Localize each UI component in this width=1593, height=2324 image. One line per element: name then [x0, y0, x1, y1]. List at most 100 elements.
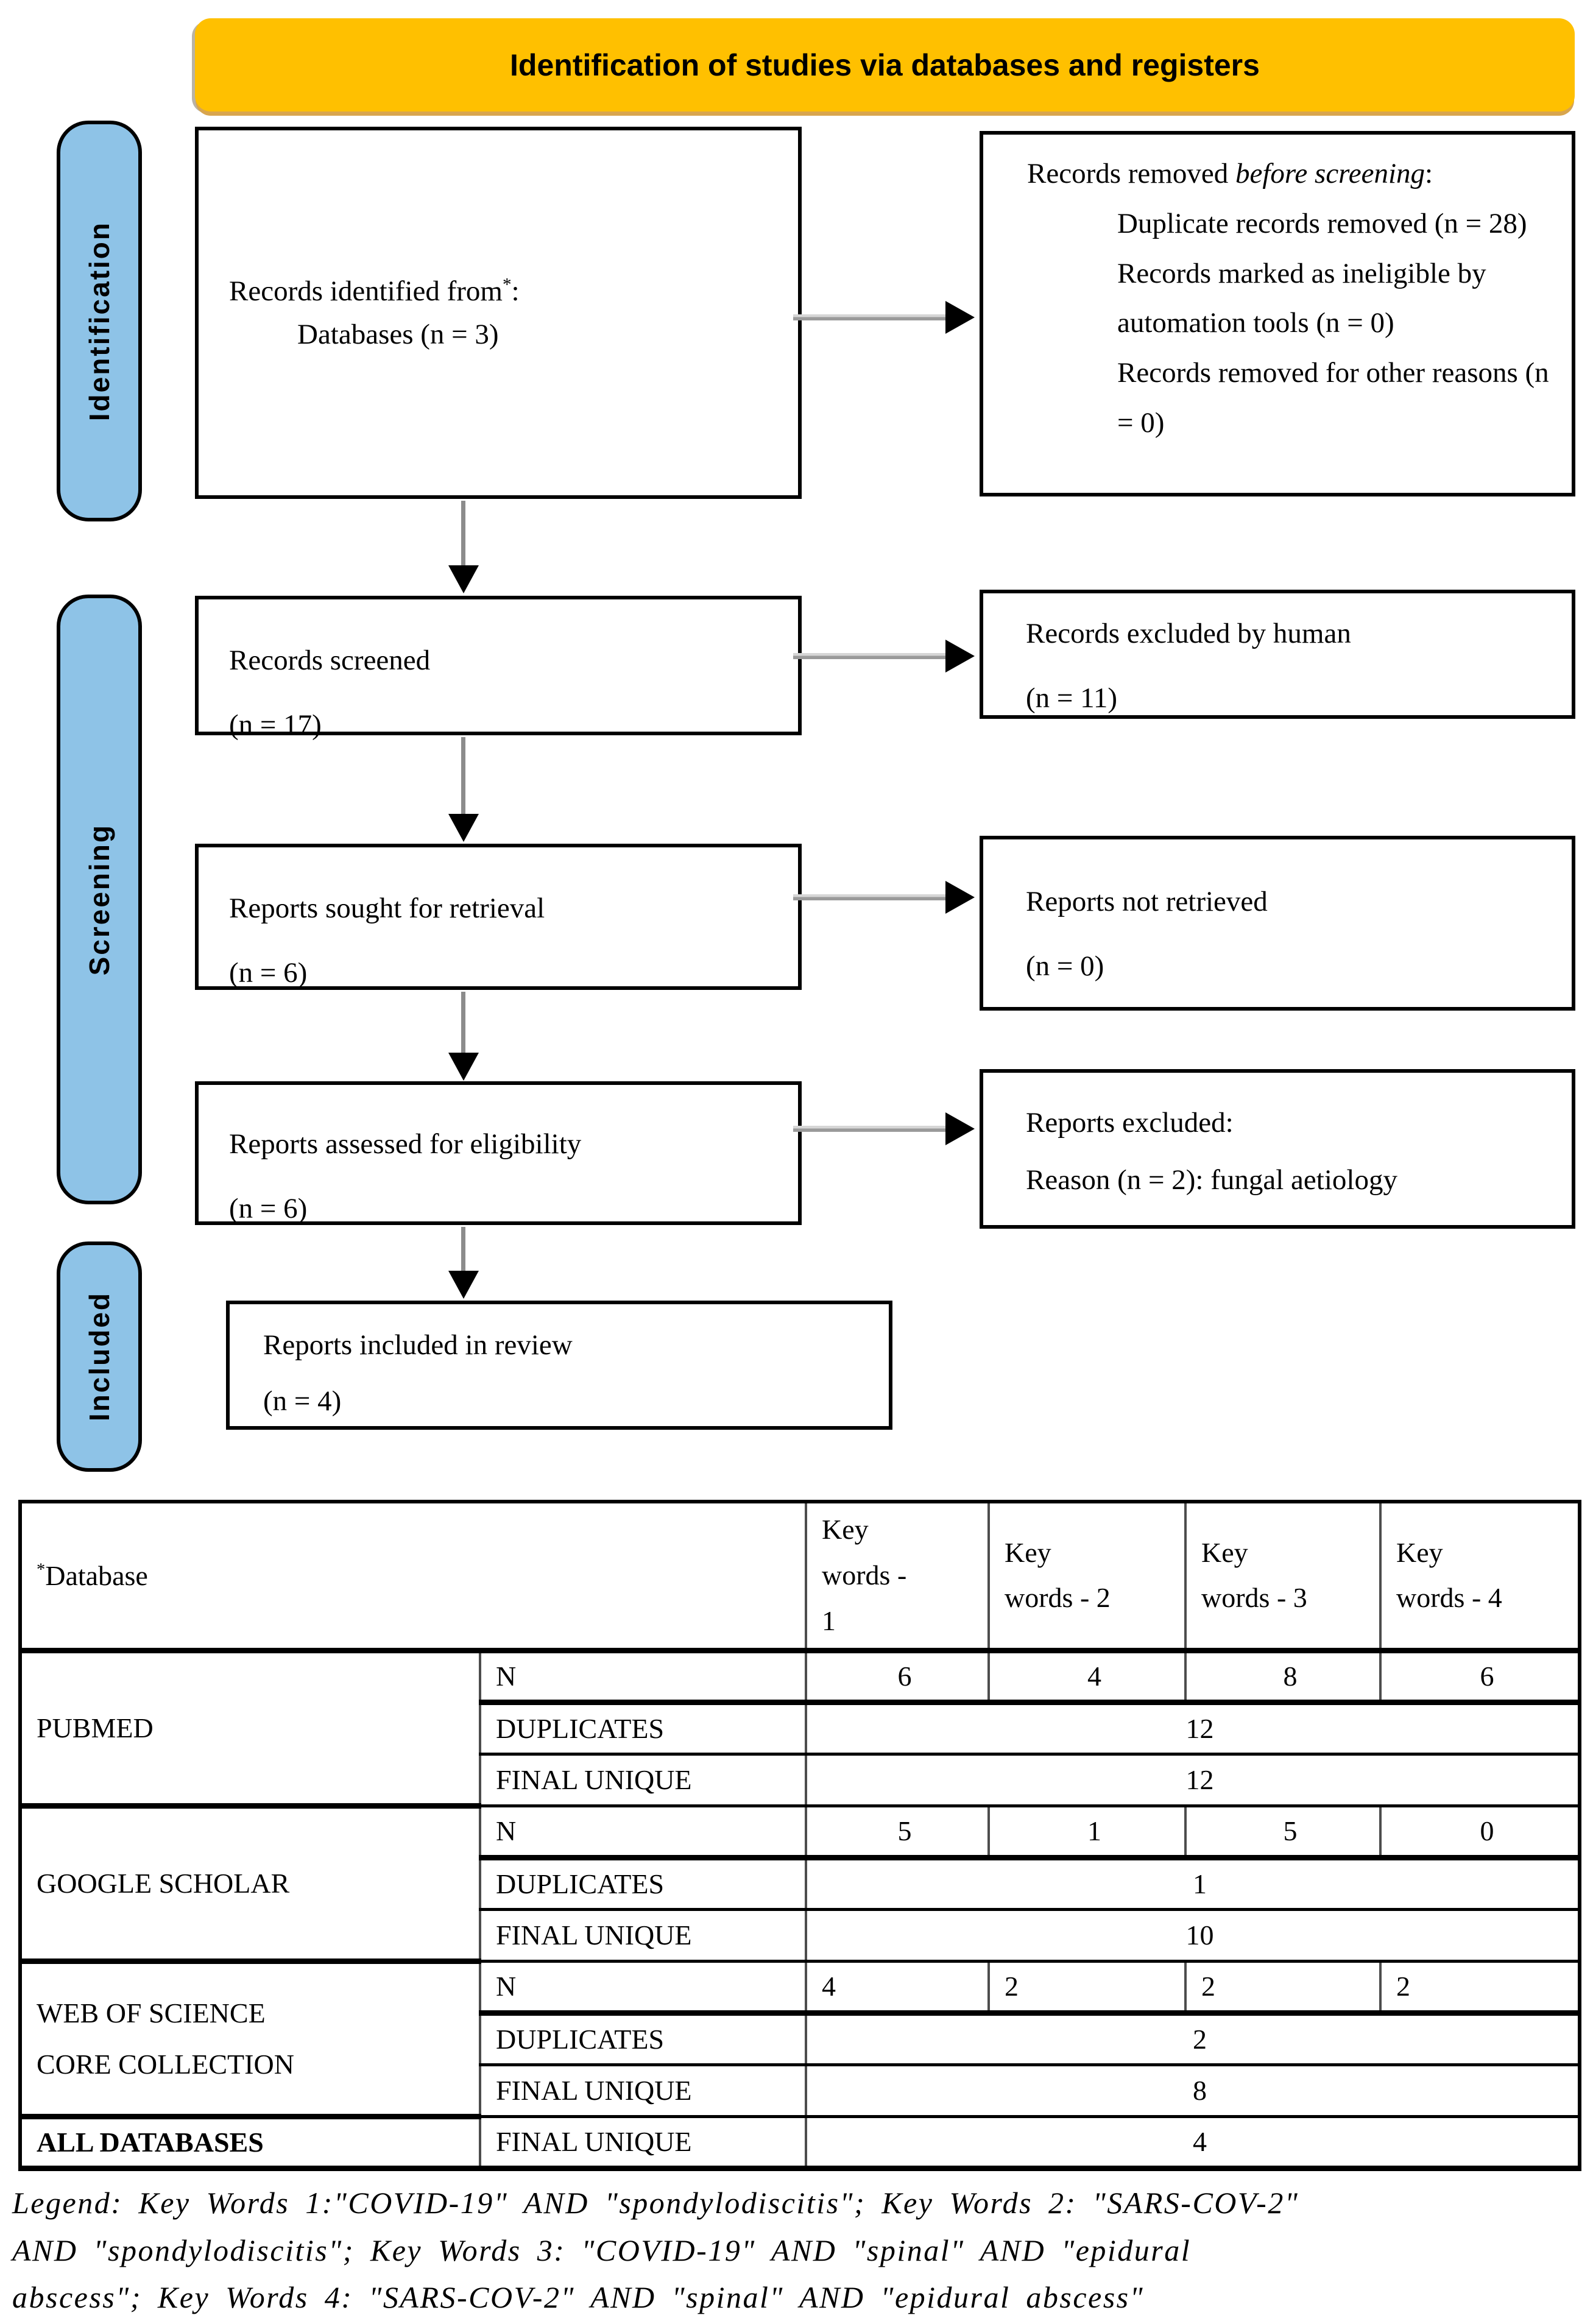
metric-cell: FINAL UNIQUE [479, 2063, 807, 2118]
value-cell: 8 [805, 2063, 1581, 2118]
table-row-all-databases: ALL DATABASES FINAL UNIQUE 4 [19, 2114, 1581, 2171]
flow-box-text: Records identified from [229, 275, 503, 307]
down-arrow-head-icon [448, 1053, 479, 1081]
metric-cell: N [479, 1648, 807, 1705]
value-cell: 6 [805, 1648, 990, 1705]
table-row-wos-n: WEB OF SCIENCE CORE COLLECTION N 4 2 2 2 [19, 1959, 1581, 2119]
value-cell: 2 [805, 2011, 1581, 2066]
flow-box-reports-sought: Reports sought for retrieval (n = 6) [195, 844, 802, 990]
right-arrow-shaft-4 [793, 1126, 948, 1132]
right-arrow-shaft-1 [793, 314, 948, 320]
flow-box-line: Reports excluded: [1026, 1107, 1234, 1139]
value-cell: 4 [805, 2114, 1581, 2171]
flow-box-line: Reports not retrieved [1026, 886, 1268, 917]
header-keywords-1-cell: Key words - 1 [805, 1500, 990, 1653]
flow-box-line: Records marked as ineligible by automati… [1117, 257, 1486, 339]
value-cell: 6 [1379, 1648, 1581, 1705]
value-cell: 10 [805, 1907, 1581, 1963]
down-arrow-head-icon [448, 814, 479, 842]
down-arrow-shaft-4 [461, 1227, 465, 1272]
flow-box-records-screened: Records screened (n = 17) [195, 596, 802, 741]
flow-box-records-removed: Records removed before screening: Duplic… [980, 131, 1575, 496]
keywords-table: *Database Key words - 1 Key words - 2 Ke… [18, 1500, 1581, 2171]
metric-cell: N [479, 1959, 807, 2016]
flow-box-line: (n = 4) [263, 1385, 342, 1417]
down-arrow-head-icon [448, 565, 479, 593]
flow-box-italic-text: before screening [1235, 158, 1425, 189]
right-arrow-head-icon [945, 640, 975, 673]
down-arrow-head-icon [448, 1271, 479, 1299]
db-name-cell: PUBMED [19, 1648, 481, 1809]
value-cell: 2 [1184, 1959, 1382, 2016]
legend-text: Legend: Key Words 1:"COVID-19" AND "spon… [12, 2186, 1299, 2314]
flow-box-line: (n = 17) [229, 708, 322, 741]
value-cell: 1 [805, 1856, 1581, 1911]
value-cell: 1 [987, 1804, 1187, 1860]
db-name-cell: WEB OF SCIENCE CORE COLLECTION [19, 1959, 481, 2119]
db-name-cell: ALL DATABASES [19, 2114, 481, 2171]
flow-box-text: : [511, 275, 520, 307]
right-arrow-shaft-2 [793, 653, 948, 659]
flow-box-records-identified: Records identified from*: Databases (n =… [195, 127, 802, 499]
value-cell: 0 [1379, 1804, 1581, 1860]
table-header-row: *Database Key words - 1 Key words - 2 Ke… [19, 1500, 1581, 1653]
metric-cell: FINAL UNIQUE [479, 1752, 807, 1807]
flow-box-text: Records removed [1027, 158, 1235, 189]
table-row-wos-duplicates: DUPLICATES 2 [20, 2011, 1581, 2066]
header-keywords-2-cell: Key words - 2 [987, 1500, 1187, 1653]
asterisk-superscript: * [502, 275, 512, 295]
down-arrow-shaft-1 [461, 501, 465, 567]
flow-box-reports-excluded: Reports excluded: Reason (n = 2): fungal… [980, 1069, 1575, 1229]
right-arrow-head-icon [945, 1112, 975, 1145]
metric-cell: DUPLICATES [479, 2011, 807, 2066]
value-cell: 12 [805, 1700, 1581, 1756]
value-cell: 8 [1184, 1648, 1382, 1705]
flow-box-line: Reports assessed for eligibility [229, 1128, 582, 1160]
right-arrow-head-icon [945, 881, 975, 914]
flow-box-line: (n = 6) [229, 1192, 308, 1224]
flow-box-line: (n = 11) [1026, 682, 1118, 714]
metric-cell: DUPLICATES [479, 1856, 807, 1911]
right-arrow-head-icon [945, 301, 975, 334]
metric-cell: N [479, 1804, 807, 1860]
flow-box-line: Records excluded by human [1026, 618, 1351, 649]
table-row-google-duplicates: DUPLICATES 1 [20, 1856, 1581, 1911]
table-row-wos-final-unique: FINAL UNIQUE 8 [20, 2063, 1581, 2118]
metric-cell: DUPLICATES [479, 1700, 807, 1756]
flow-box-reports-not-retrieved: Reports not retrieved (n = 0) [980, 836, 1575, 1011]
header-database-label: Database [45, 1559, 148, 1591]
flow-box-line: Reason (n = 2): fungal aetiology [1026, 1164, 1397, 1196]
asterisk-superscript: * [37, 1560, 46, 1580]
header-database-cell: *Database [19, 1500, 807, 1653]
stage-label-text: Identification [83, 221, 115, 422]
table-row-pubmed-n: PUBMED N 6 4 8 6 [19, 1648, 1581, 1809]
metric-cell: FINAL UNIQUE [479, 1907, 807, 1963]
flow-box-reports-assessed: Reports assessed for eligibility (n = 6) [195, 1081, 802, 1225]
down-arrow-shaft-2 [461, 737, 465, 814]
value-cell: 5 [805, 1804, 990, 1860]
value-cell: 12 [805, 1752, 1581, 1807]
value-cell: 4 [805, 1959, 990, 2016]
metric-cell: FINAL UNIQUE [479, 2114, 807, 2171]
table-row-pubmed-final-unique: FINAL UNIQUE 12 [20, 1752, 1581, 1807]
down-arrow-shaft-3 [461, 992, 465, 1054]
flow-box-text: : [1425, 158, 1433, 189]
flow-box-line: Records identified from*: [229, 270, 798, 313]
flow-box-reports-included: Reports included in review (n = 4) [226, 1301, 892, 1430]
db-name-cell: GOOGLE SCHOLAR [19, 1804, 481, 1964]
stage-label-included: Included [57, 1241, 142, 1472]
table-row-google-final-unique: FINAL UNIQUE 10 [20, 1907, 1581, 1963]
flow-box-line: Records screened [229, 645, 431, 676]
flow-box-line: Reports sought for retrieval [229, 892, 545, 924]
stage-label-text: Screening [83, 823, 115, 976]
value-cell: 4 [987, 1648, 1187, 1705]
value-cell: 2 [1379, 1959, 1581, 2016]
flow-box-line: Databases (n = 3) [297, 318, 499, 350]
header-keywords-4-cell: Key words - 4 [1379, 1500, 1581, 1653]
value-cell: 5 [1184, 1804, 1382, 1860]
flow-box-line: Records removed before screening: [1027, 149, 1555, 199]
flow-box-line: Duplicate records removed (n = 28) [1117, 207, 1527, 239]
header-keywords-3-cell: Key words - 3 [1184, 1500, 1382, 1653]
title-banner: Identification of studies via databases … [195, 18, 1575, 111]
